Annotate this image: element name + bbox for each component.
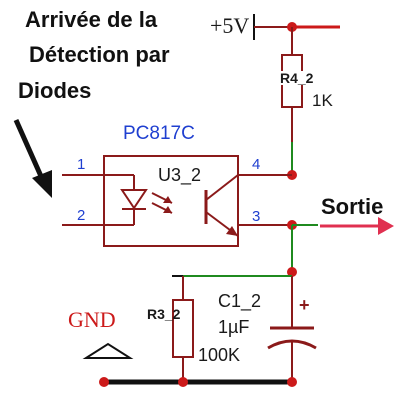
output-arrow-head [378, 217, 394, 235]
transistor-collector [205, 174, 239, 201]
c1-value: 1µF [218, 317, 250, 337]
ground-symbol [82, 342, 134, 359]
annotation-arrow-shaft [13, 118, 47, 185]
r4-value: 1K [312, 91, 333, 110]
supply-label: +5V [210, 13, 250, 38]
annotation-line-2: Détection par [29, 42, 170, 67]
junction-cap-top [287, 267, 297, 277]
pin-2-label: 2 [77, 207, 86, 224]
led-triangle [120, 189, 148, 210]
optocoupler-body [103, 155, 239, 247]
c1-ref: C1_2 [218, 291, 262, 311]
pin-1-label: 1 [77, 156, 86, 173]
pin-4-label: 4 [252, 156, 261, 173]
junction-gnd-1 [99, 377, 109, 387]
r3-ref: R3_2 [147, 306, 181, 322]
c1-polarity: + [299, 295, 310, 315]
annotation-line-3: Diodes [18, 78, 92, 103]
annotation-line-1: Arrivée de la [25, 7, 158, 32]
light-arrow-1-head [163, 196, 172, 203]
optocoupler-ref: U3_2 [158, 165, 202, 185]
light-arrow-2-head [163, 206, 172, 213]
pin-3-label: 3 [252, 208, 261, 225]
ground-label: GND [68, 307, 116, 332]
junction-gnd-2 [178, 377, 188, 387]
cap-plate-bottom [267, 339, 317, 350]
optocoupler-part: PC817C [123, 123, 195, 144]
transistor-emitter-arrow [226, 226, 238, 236]
r4-ref: R4_2 [280, 70, 314, 86]
output-label: Sortie [321, 194, 384, 219]
junction-gnd-3 [287, 377, 297, 387]
r3-value: 100K [198, 345, 241, 365]
annotation-arrow-head [32, 170, 52, 198]
